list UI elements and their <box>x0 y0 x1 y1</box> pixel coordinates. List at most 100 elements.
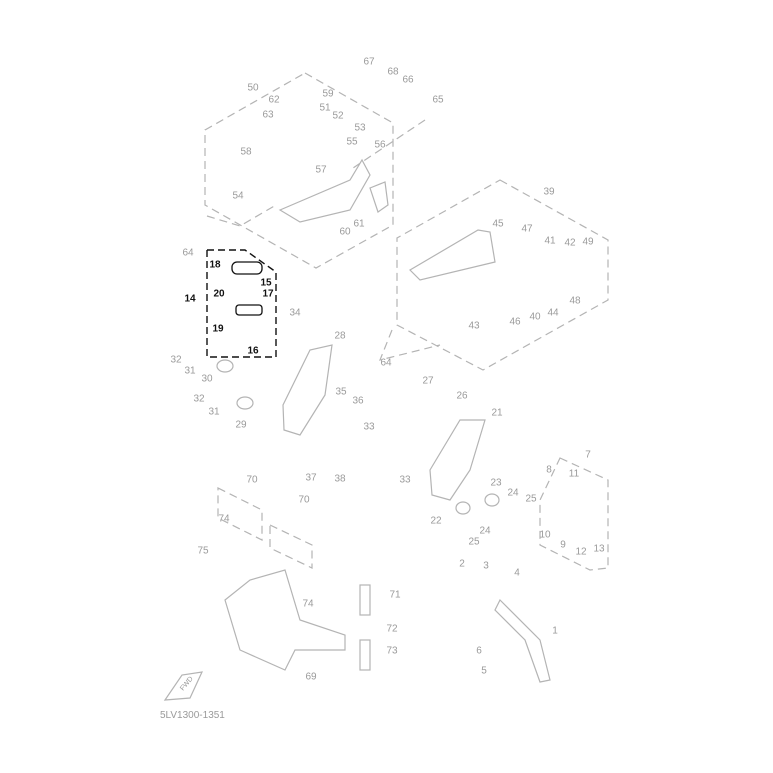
callout-39: 39 <box>543 186 555 198</box>
callout-58: 58 <box>240 146 252 158</box>
group-70-outline-1 <box>217 487 263 541</box>
callout-62: 62 <box>268 94 280 106</box>
callout-13: 13 <box>593 543 605 555</box>
main-stand <box>224 569 346 671</box>
callout-34: 34 <box>289 307 301 319</box>
callout-11: 11 <box>568 468 580 480</box>
heel-guard <box>369 181 389 213</box>
callout-14: 14 <box>184 293 196 305</box>
callout-27: 27 <box>422 375 434 387</box>
callout-2: 2 <box>459 558 465 570</box>
footrest-bracket-right <box>278 158 371 223</box>
callout-69: 69 <box>305 671 317 683</box>
callout-29: 29 <box>235 419 247 431</box>
callout-71: 71 <box>389 589 401 601</box>
callout-20: 20 <box>213 288 225 300</box>
callout-68: 68 <box>387 66 399 78</box>
callout-56: 56 <box>374 139 386 151</box>
callout-38: 38 <box>334 473 346 485</box>
callout-18: 18 <box>209 259 221 271</box>
callout-52: 52 <box>332 110 344 122</box>
callout-61: 61 <box>353 218 365 230</box>
bush-29 <box>236 396 254 410</box>
callout-40: 40 <box>529 311 541 323</box>
callout-15: 15 <box>260 277 272 289</box>
callout-6: 6 <box>476 645 482 657</box>
callout-67: 67 <box>363 56 375 68</box>
callout-31: 31 <box>208 406 220 418</box>
callout-47: 47 <box>521 223 533 235</box>
bush-30 <box>216 359 234 373</box>
callout-57: 57 <box>315 164 327 176</box>
callout-72: 72 <box>386 623 398 635</box>
callout-70: 70 <box>298 494 310 506</box>
footrest-rubber-18 <box>231 261 263 275</box>
callout-50: 50 <box>247 82 259 94</box>
collar-23 <box>484 493 500 507</box>
callout-64: 64 <box>182 247 194 259</box>
callout-63: 63 <box>262 109 274 121</box>
spring-71 <box>359 584 371 616</box>
spring-73 <box>359 639 371 671</box>
callout-43: 43 <box>468 320 480 332</box>
callout-48: 48 <box>569 295 581 307</box>
callout-28: 28 <box>334 330 346 342</box>
callout-49: 49 <box>582 236 594 248</box>
link-lines <box>206 119 441 361</box>
footrest-15 <box>235 304 263 316</box>
side-stand <box>494 598 551 683</box>
callout-23: 23 <box>490 477 502 489</box>
callout-53: 53 <box>354 122 366 134</box>
callout-30: 30 <box>201 373 213 385</box>
diagram-code: 5LV1300-1351 <box>160 710 225 721</box>
callout-54: 54 <box>232 190 244 202</box>
footrest-bracket-left <box>409 229 496 281</box>
callout-75: 75 <box>197 545 209 557</box>
callout-21: 21 <box>491 407 503 419</box>
callout-59: 59 <box>322 88 334 100</box>
callout-46: 46 <box>509 316 521 328</box>
callout-32: 32 <box>170 354 182 366</box>
callout-66: 66 <box>402 74 414 86</box>
callout-32: 32 <box>193 393 205 405</box>
collar-22 <box>455 501 471 515</box>
callout-41: 41 <box>544 235 556 247</box>
callout-45: 45 <box>492 218 504 230</box>
callout-26: 26 <box>456 390 468 402</box>
callout-65: 65 <box>432 94 444 106</box>
group-50-outline <box>204 72 394 269</box>
callout-74: 74 <box>302 598 314 610</box>
callout-1: 1 <box>552 625 558 637</box>
callout-25: 25 <box>468 536 480 548</box>
callout-33: 33 <box>363 421 375 433</box>
group-39-outline <box>396 179 609 371</box>
callout-22: 22 <box>430 515 442 527</box>
bracket-21 <box>429 419 486 501</box>
callout-73: 73 <box>386 645 398 657</box>
callout-24: 24 <box>479 525 491 537</box>
callout-19: 19 <box>212 323 224 335</box>
callout-42: 42 <box>564 237 576 249</box>
callout-35: 35 <box>335 386 347 398</box>
callout-4: 4 <box>514 567 520 579</box>
callout-9: 9 <box>560 539 566 551</box>
callout-51: 51 <box>319 102 331 114</box>
fwd-icon: FWD <box>163 671 204 701</box>
callout-60: 60 <box>339 226 351 238</box>
callout-7: 7 <box>585 449 591 461</box>
callout-25: 25 <box>525 493 537 505</box>
group-7-outline <box>539 457 609 571</box>
callout-55: 55 <box>346 136 358 148</box>
callout-24: 24 <box>507 487 519 499</box>
callout-64: 64 <box>380 357 392 369</box>
callout-16: 16 <box>247 345 259 357</box>
bracket-28 <box>282 344 333 436</box>
callout-44: 44 <box>547 307 559 319</box>
callout-70: 70 <box>246 474 258 486</box>
callout-37: 37 <box>305 472 317 484</box>
callout-5: 5 <box>481 665 487 677</box>
callout-17: 17 <box>262 288 274 300</box>
callout-8: 8 <box>546 464 552 476</box>
